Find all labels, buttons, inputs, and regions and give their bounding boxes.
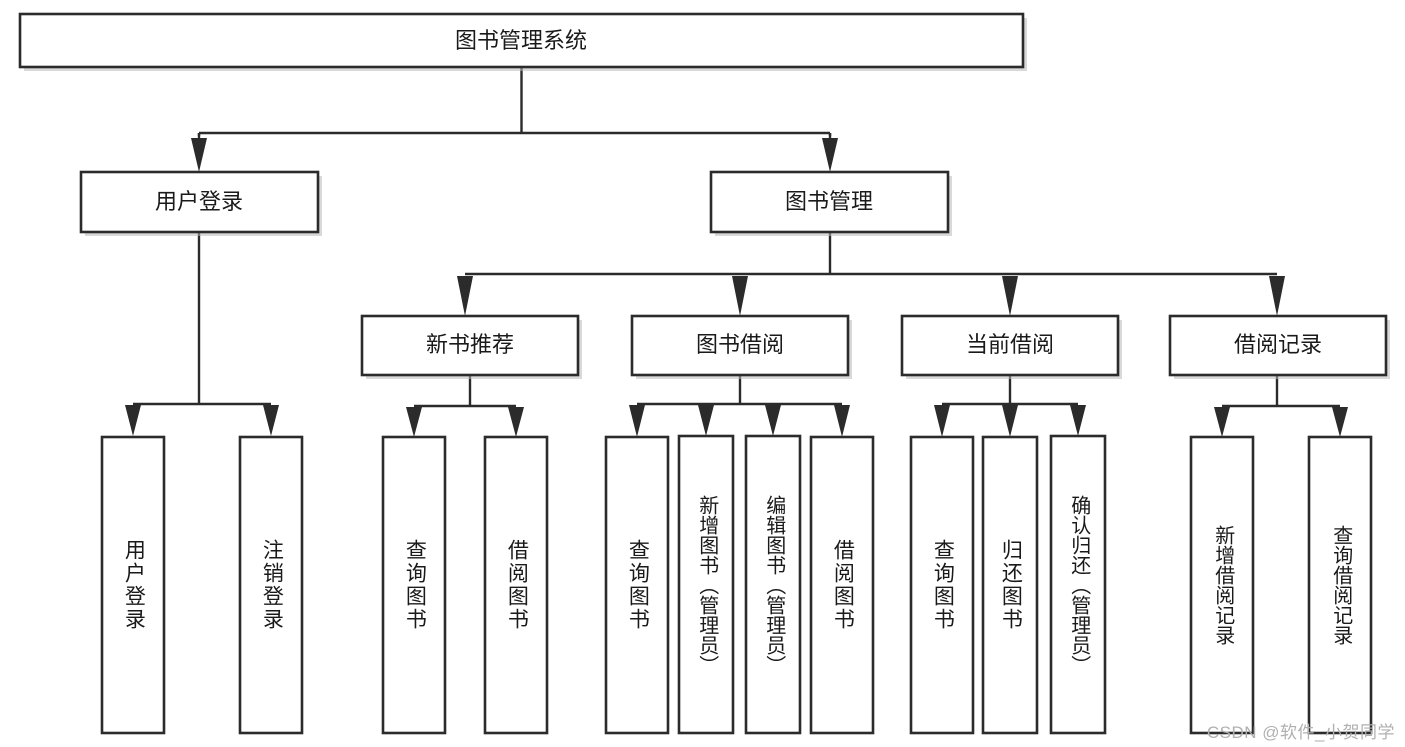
node-new-book-recommend[interactable]: 新书推荐: [360, 314, 582, 379]
node-root-label: 图书管理系统: [455, 28, 587, 53]
node-new-book-recommend-box[interactable]: [360, 314, 580, 377]
node-current-borrow-label: 当前借阅: [966, 332, 1054, 357]
arrow-icon-leaf-add-book: [698, 405, 714, 436]
arrow-icon-book-manage: [822, 138, 838, 172]
node-book-manage-label: 图书管理: [785, 189, 873, 214]
node-leaf-return-book-box[interactable]: [981, 435, 1039, 735]
arrow-icon-leaf-edit-book: [765, 405, 781, 436]
node-leaf-borrow-book-1-box[interactable]: [483, 435, 549, 735]
node-leaf-query-book-3-box[interactable]: [909, 435, 975, 735]
node-current-borrow[interactable]: 当前借阅: [900, 314, 1122, 379]
leaf-node-group: [100, 434, 1373, 735]
node-user-login[interactable]: 用户登录: [79, 170, 322, 236]
node-leaf-user-login-box[interactable]: [100, 435, 166, 735]
node-user-login-label: 用户登录: [155, 189, 243, 214]
arrow-icon-leaf-return-book: [1002, 405, 1018, 437]
arrow-icon-leaf-borrow-book-2: [834, 405, 850, 437]
arrow-icon-user-login: [191, 138, 207, 172]
node-root[interactable]: 图书管理系统: [18, 12, 1027, 71]
arrow-icon-leaf-user-logout: [263, 405, 279, 436]
node-leaf-borrow-book-2-box[interactable]: [809, 435, 875, 735]
node-leaf-add-book-box[interactable]: [677, 434, 735, 735]
node-leaf-query-record-box[interactable]: [1307, 435, 1373, 735]
arrow-icon-leaf-query-book-2: [629, 405, 645, 437]
watermark-label: CSDN @软件_小贺同学: [1206, 723, 1395, 742]
node-book-borrow[interactable]: 图书借阅: [630, 314, 852, 379]
arrow-icon-leaf-confirm-return: [1070, 405, 1086, 436]
connector-group: [125, 67, 1348, 437]
node-borrow-record-box[interactable]: [1168, 314, 1388, 377]
node-user-login-box[interactable]: [79, 170, 320, 234]
arrow-icon-leaf-query-book-3: [934, 405, 950, 437]
arrow-icon-current-borrow: [1002, 276, 1018, 316]
arrow-icon-leaf-user-login: [125, 405, 141, 436]
node-root-box[interactable]: [18, 12, 1025, 69]
node-current-borrow-box[interactable]: [900, 314, 1120, 377]
node-leaf-user-logout-box[interactable]: [238, 435, 304, 735]
arrow-icon-new-book-recommend: [457, 276, 473, 316]
node-book-manage[interactable]: 图书管理: [709, 170, 952, 236]
arrow-icon-leaf-add-record: [1214, 407, 1230, 437]
arrow-icon-leaf-borrow-book-1: [508, 407, 524, 437]
node-book-borrow-label: 图书借阅: [696, 332, 784, 357]
node-leaf-add-record-box[interactable]: [1189, 435, 1255, 735]
node-leaf-query-book-1-box[interactable]: [381, 435, 447, 735]
arrow-icon-borrow-record: [1269, 276, 1285, 316]
node-leaf-query-book-2-box[interactable]: [604, 435, 670, 735]
node-leaf-edit-book-box[interactable]: [744, 434, 802, 735]
node-borrow-record[interactable]: 借阅记录: [1168, 314, 1390, 379]
node-borrow-record-label: 借阅记录: [1234, 332, 1322, 357]
node-leaf-confirm-return-box[interactable]: [1049, 434, 1107, 735]
arrow-icon-leaf-query-record: [1332, 407, 1348, 437]
arrow-icon-leaf-query-book-1: [406, 407, 422, 437]
node-new-book-recommend-label: 新书推荐: [426, 332, 514, 357]
node-book-manage-box[interactable]: [709, 170, 950, 234]
arrow-icon-book-borrow: [732, 276, 748, 316]
node-book-borrow-box[interactable]: [630, 314, 850, 377]
